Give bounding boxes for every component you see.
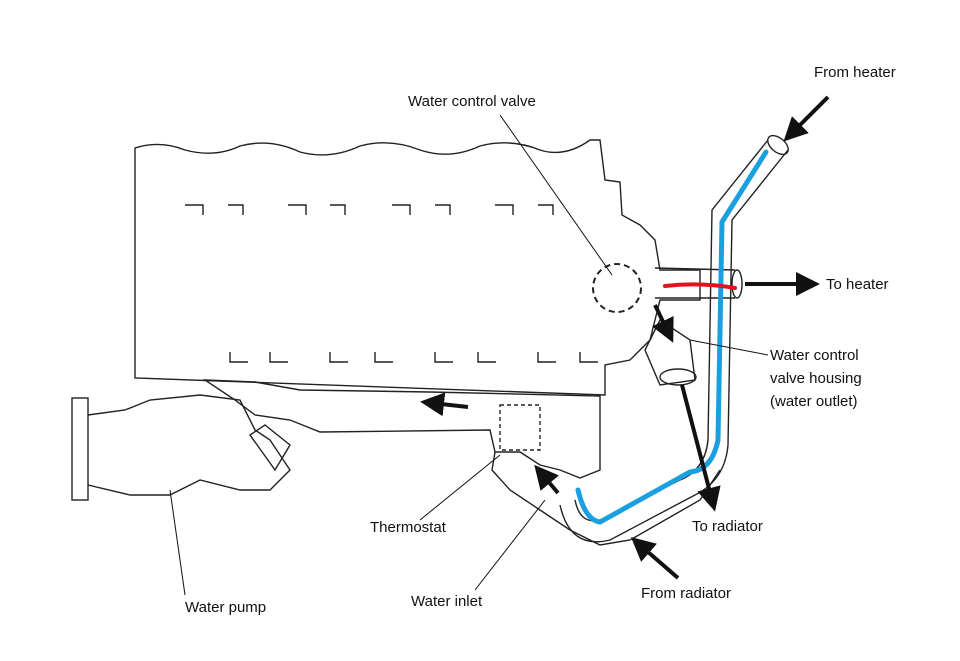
valve-housing xyxy=(644,318,696,386)
heater-outlet-marker xyxy=(663,282,737,290)
water-pump xyxy=(71,394,291,501)
label-to-radiator: To radiator xyxy=(692,518,763,535)
thermostat-shape xyxy=(499,404,541,451)
label-thermostat: Thermostat xyxy=(370,519,446,536)
arrow-to-pump xyxy=(420,392,469,417)
arrow-from-radiator xyxy=(630,537,680,580)
label-water-pump: Water pump xyxy=(185,599,267,616)
arrow-valve-down xyxy=(651,304,674,343)
label-from-radiator: From radiator xyxy=(641,585,732,602)
cylinder-marks xyxy=(185,204,598,363)
label-from-heater: From heater xyxy=(814,64,896,81)
label-housing-1: Water control xyxy=(770,347,859,364)
lower-housing xyxy=(202,379,601,479)
label-water-inlet: Water inlet xyxy=(411,593,483,610)
water-control-valve-circle xyxy=(592,263,642,313)
label-housing-2: valve housing xyxy=(770,370,862,387)
arrow-to-radiator xyxy=(680,384,721,512)
engine-block xyxy=(134,139,701,396)
label-housing-3: (water outlet) xyxy=(770,393,858,410)
coolant-flow-marker xyxy=(575,149,769,525)
label-to-heater: To heater xyxy=(826,276,889,293)
label-water-control-valve: Water control valve xyxy=(408,93,536,110)
heater-pipe-end xyxy=(767,134,789,156)
water-inlet-housing xyxy=(491,451,721,546)
arrow-from-heater xyxy=(783,95,830,142)
arrow-inlet xyxy=(534,464,560,495)
